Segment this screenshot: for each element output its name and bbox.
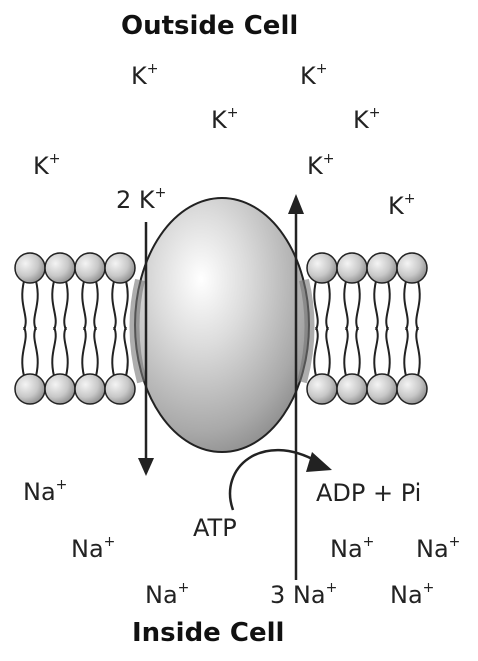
lipid-tail	[63, 326, 69, 377]
lipid-tail	[81, 326, 87, 377]
atp-label: ATP	[193, 514, 237, 542]
lipid-tail	[313, 326, 319, 377]
left-lipid-bilayer	[14, 252, 136, 405]
lipid-head	[366, 252, 398, 284]
lipid-tail	[21, 280, 27, 331]
lipid-tail	[111, 326, 117, 377]
lipid-head	[104, 373, 136, 405]
lipid-head	[104, 252, 136, 284]
lipid-tail	[403, 280, 409, 331]
lipid-tail	[343, 280, 349, 331]
lipid-tail	[51, 326, 57, 377]
title-outside-cell: Outside Cell	[121, 11, 299, 41]
lipid-tail	[51, 280, 57, 331]
atp-hydrolysis-arrowhead	[306, 452, 332, 472]
k-ion: K+	[388, 191, 416, 220]
na-ion: Na+	[23, 477, 68, 506]
lipid-tail	[415, 326, 421, 377]
lipid-tail	[93, 326, 99, 377]
lipid-tail	[123, 280, 129, 331]
na-ion: Na+	[390, 580, 435, 609]
lipid-tail	[325, 326, 331, 377]
k-ion: K+	[353, 105, 381, 134]
lipid-tail	[81, 280, 87, 331]
lipid-head	[306, 373, 338, 405]
lipid-tail	[33, 280, 39, 331]
na-ion: Na+	[71, 534, 116, 563]
k-ion: K+	[307, 151, 335, 180]
k-inward-arrowhead	[138, 458, 154, 476]
k-ion: K+	[211, 105, 239, 134]
lipid-head	[44, 373, 76, 405]
lipid-head	[14, 373, 46, 405]
k-ion: K+	[300, 61, 328, 90]
lipid-tail	[355, 280, 361, 331]
lipid-tail	[355, 326, 361, 377]
k-ion: K+	[33, 151, 61, 180]
na-ion: Na+	[416, 534, 461, 563]
lipid-head	[14, 252, 46, 284]
na-ion: Na+	[145, 580, 190, 609]
lipid-head	[336, 252, 368, 284]
lipid-tail	[33, 326, 39, 377]
lipid-head	[396, 373, 428, 405]
lipid-head	[74, 373, 106, 405]
lipid-tail	[373, 280, 379, 331]
atp-hydrolysis-arrow	[228, 448, 319, 511]
na-ion-count-label: 3 Na+	[270, 580, 338, 609]
lipid-tail	[385, 280, 391, 331]
lipid-tail	[373, 326, 379, 377]
k-ion: K+	[131, 61, 159, 90]
pump-right-shadow	[297, 278, 315, 384]
na-ion: Na+	[330, 534, 375, 563]
na-outward-arrowhead	[288, 194, 304, 214]
k-ion-count-label: 2 K+	[116, 185, 167, 214]
lipid-head	[74, 252, 106, 284]
right-lipid-bilayer	[306, 252, 428, 405]
lipid-head	[336, 373, 368, 405]
adp-pi-label: ADP + Pi	[316, 479, 422, 507]
lipid-tail	[403, 326, 409, 377]
lipid-tail	[415, 280, 421, 331]
lipid-tail	[93, 280, 99, 331]
lipid-tail	[313, 280, 319, 331]
lipid-head	[396, 252, 428, 284]
pump-protein	[134, 197, 310, 453]
lipid-head	[366, 373, 398, 405]
lipid-tail	[21, 326, 27, 377]
lipid-tail	[325, 280, 331, 331]
lipid-head	[44, 252, 76, 284]
lipid-tail	[123, 326, 129, 377]
lipid-head	[306, 252, 338, 284]
lipid-tail	[63, 280, 69, 331]
lipid-tail	[111, 280, 117, 331]
lipid-tail	[343, 326, 349, 377]
lipid-tail	[385, 326, 391, 377]
pump-left-shadow	[129, 278, 147, 384]
title-inside-cell: Inside Cell	[132, 618, 285, 648]
